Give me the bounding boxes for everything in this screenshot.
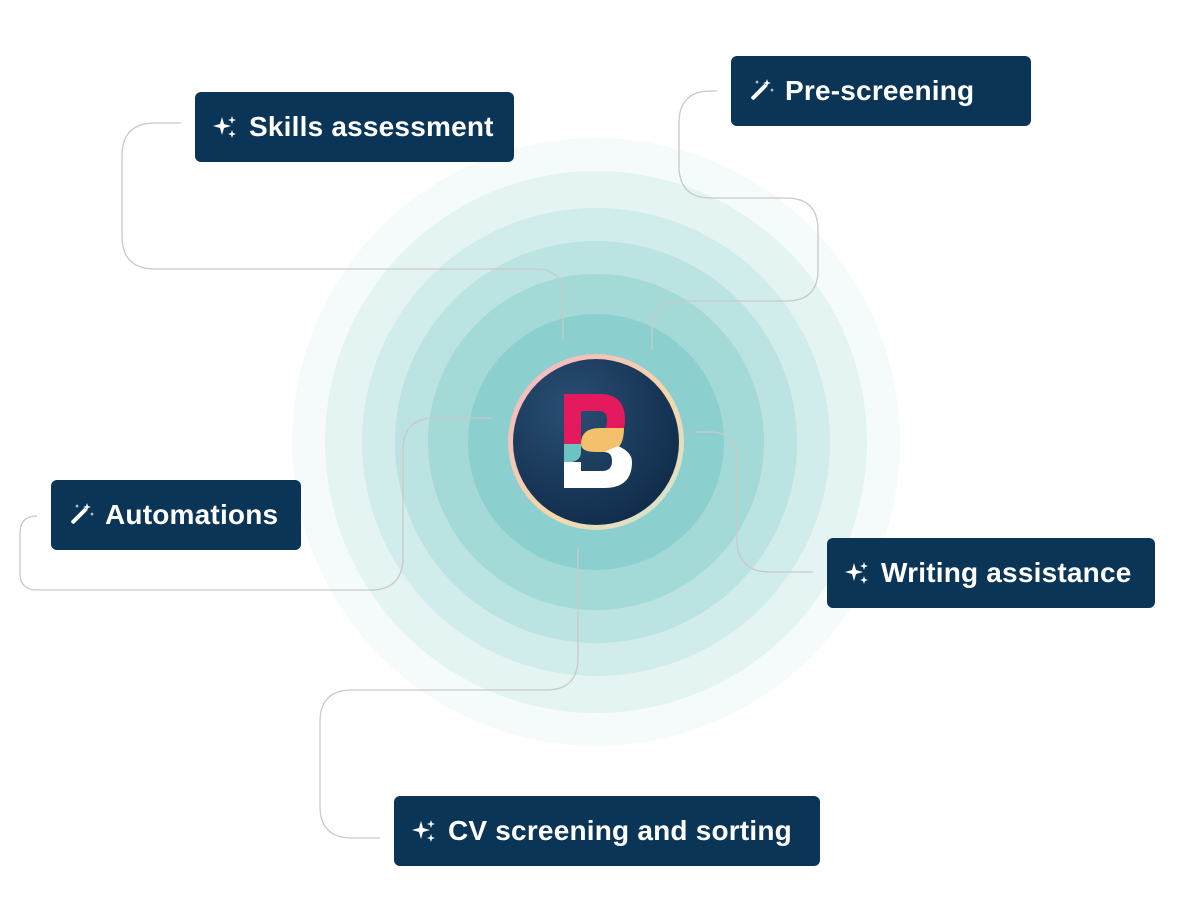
feature-label-text: Pre-screening — [785, 75, 975, 106]
feature-cv-screening: CV screening and sorting — [394, 796, 820, 866]
logo-lower-d — [564, 446, 632, 488]
connector-lines — [19, 90, 819, 839]
logo-icon — [564, 394, 632, 488]
feature-pre-screening: Pre-screening — [731, 56, 1031, 126]
sparkles-icon — [211, 113, 239, 141]
connector-prescreening — [651, 90, 819, 350]
logo-link-band — [581, 428, 624, 452]
feature-label-text: CV screening and sorting — [448, 815, 792, 846]
feature-skills-assessment: Skills assessment — [195, 92, 514, 162]
feature-label-text: Skills assessment — [249, 111, 494, 142]
connector-writing — [695, 431, 813, 573]
logo-teal-accent — [564, 444, 581, 462]
feature-writing-assistance: Writing assistance — [827, 538, 1155, 608]
magic-wand-icon — [67, 501, 95, 529]
feature-automations: Automations — [51, 480, 301, 550]
magic-wand-icon — [747, 77, 775, 105]
feature-label-text: Writing assistance — [881, 557, 1132, 588]
sparkles-icon — [843, 559, 871, 587]
connector-skills — [121, 122, 564, 340]
connector-automations — [19, 417, 492, 591]
sparkles-icon — [410, 817, 438, 845]
connector-cv — [319, 548, 579, 839]
feature-label-text: Automations — [105, 499, 279, 530]
hub-logo — [508, 354, 684, 530]
